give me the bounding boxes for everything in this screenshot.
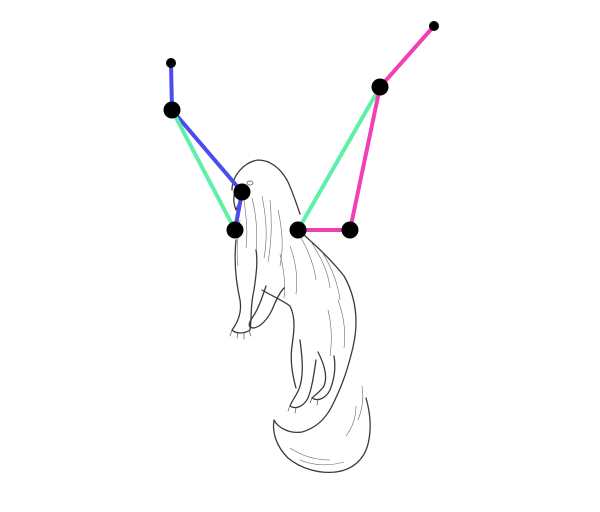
joint-right-shoulder[interactable] [289, 221, 307, 239]
belly-outline [261, 289, 297, 389]
joint-right-joint[interactable] [341, 221, 359, 239]
front-left-claws [229, 329, 252, 340]
tail-fur [289, 385, 364, 466]
head-outline [231, 159, 301, 215]
joint-right-elbow[interactable] [371, 78, 389, 96]
hind-leg-2 [311, 351, 336, 401]
bone-right-green [296, 85, 382, 232]
skeleton-joints [163, 21, 439, 239]
bone-left-lower-blue [170, 108, 244, 194]
joint-left-elbow[interactable] [163, 101, 181, 119]
eye [246, 180, 254, 186]
creature-sketch [229, 159, 371, 474]
joint-head[interactable] [233, 183, 251, 201]
skeleton-bones [169, 24, 436, 232]
hind-claws [287, 397, 319, 414]
tail-outline [272, 397, 371, 474]
joint-left-shoulder[interactable] [226, 221, 244, 239]
front-right-leg [248, 285, 285, 329]
body-fur [279, 235, 346, 357]
joint-left-top[interactable] [166, 58, 176, 68]
body-outline [295, 227, 357, 407]
front-left-leg [231, 239, 258, 334]
bone-left-green [170, 108, 237, 232]
mane-strokes [236, 195, 283, 267]
bone-right-mid-pink [348, 85, 382, 232]
joint-right-top[interactable] [429, 21, 439, 31]
bone-right-upper-pink [378, 24, 436, 89]
